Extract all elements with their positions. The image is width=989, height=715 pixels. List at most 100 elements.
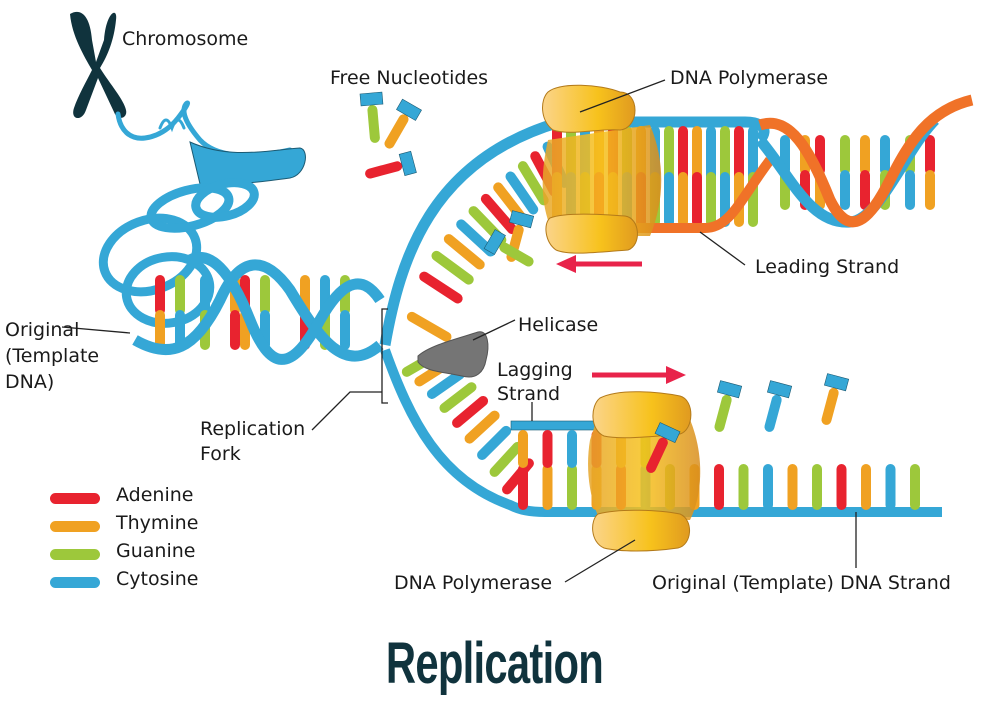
template-base-A: [678, 126, 688, 181]
cytosine-swatch: [50, 577, 100, 588]
legend-label: Cytosine: [116, 568, 199, 590]
nucleotide-base-G: [499, 242, 534, 267]
lagging-strand-base-pairs: [518, 430, 920, 510]
free-nucleotide: [359, 91, 384, 143]
lagging-direction-arrow: [592, 366, 686, 384]
dna-polymerase-top-label: DNA Polymerase: [670, 67, 829, 89]
original-template-strand-label: Original (Template) DNA Strand: [652, 572, 951, 594]
free-nucleotide: [764, 380, 793, 432]
phosphate-group: [509, 210, 535, 229]
phosphate-group: [824, 373, 850, 392]
helix-base-C: [340, 310, 350, 350]
arc-base-A: [452, 395, 489, 428]
thymine-swatch: [50, 521, 100, 532]
template-base-G: [664, 126, 674, 181]
phosphate-group: [398, 150, 417, 176]
arc-base-G: [431, 250, 474, 285]
lower-template-strand: [380, 348, 942, 517]
free-nucleotide: [483, 229, 534, 267]
helix-base-G: [840, 135, 850, 175]
chromosome-icon: [70, 11, 127, 119]
original-template-label-line1: Original: [5, 319, 80, 341]
legend-label: Thymine: [116, 512, 199, 534]
helix-base-C: [880, 135, 890, 175]
template-base-C: [706, 126, 716, 181]
paired-base-A: [542, 430, 553, 468]
legend-label: Guanine: [116, 540, 196, 562]
helix-base-C: [200, 275, 210, 315]
nucleotide-base-A: [646, 437, 668, 473]
arc-base-C: [426, 369, 465, 399]
nucleotide-base-T: [821, 387, 839, 425]
phosphate-group: [396, 98, 422, 121]
leader-lines: [61, 79, 857, 583]
helicase-icon: [417, 331, 489, 378]
phosphate-group: [717, 380, 743, 399]
helix-base-A: [860, 170, 870, 210]
arc-base-T: [464, 410, 500, 444]
guanine-swatch: [50, 549, 100, 560]
template-base-A: [714, 464, 724, 510]
template-base-T: [861, 464, 871, 510]
original-template-label-line3: DNA): [5, 371, 55, 393]
template-base-G: [910, 464, 920, 510]
free-nucleotide: [365, 150, 417, 179]
page-title: Replication: [385, 631, 604, 696]
template-base-T: [787, 464, 798, 510]
arc-base-T: [406, 311, 452, 342]
helix-base-A: [925, 135, 935, 175]
template-dna-helix: [132, 252, 385, 365]
free-nucleotides: [359, 91, 850, 473]
phosphate-group: [654, 422, 681, 444]
paired-base-T: [678, 172, 688, 227]
arc-base-C: [477, 425, 512, 460]
phosphate-group: [767, 380, 793, 399]
new-dna-helix: [755, 94, 974, 228]
phosphate-group: [359, 91, 384, 107]
lagging-strand-label-line2: Strand: [497, 383, 561, 405]
arc-base-A: [480, 193, 518, 235]
dna-polymerase-top: [542, 84, 662, 254]
helicase-label: Helicase: [518, 314, 599, 336]
chromosome-label: Chromosome: [122, 28, 249, 50]
paired-base-C: [664, 172, 674, 227]
legend-label: Adenine: [116, 484, 194, 506]
paired-base-G: [706, 172, 716, 227]
helix-base-T: [155, 310, 165, 350]
helix-base-G: [175, 275, 185, 315]
leading-strand: [600, 157, 775, 233]
lagging-strand-label-line1: Lagging: [497, 359, 573, 381]
template-base-C: [748, 126, 758, 181]
template-base-A: [518, 464, 528, 510]
replication-fork-label-line1: Replication: [200, 418, 306, 440]
nucleotide-base-T: [384, 114, 409, 149]
template-base-C: [763, 464, 773, 510]
paired-base-C: [567, 430, 577, 468]
leading-direction-arrow: [556, 255, 642, 273]
paired-base-A: [692, 172, 702, 227]
original-template-label-line2: (Template: [5, 345, 100, 367]
helix-base-A: [155, 275, 165, 315]
nucleotide-base-A: [365, 161, 403, 179]
free-nucleotide: [646, 422, 681, 473]
nucleotide-base-C: [764, 394, 782, 432]
nucleotide-base-G: [714, 394, 732, 432]
replication-fork-label-line2: Fork: [200, 443, 241, 465]
helix-base-C: [840, 170, 850, 210]
dna-polymerase-bottom-label: DNA Polymerase: [394, 572, 553, 594]
arc-base-G: [517, 161, 549, 206]
arc-base-T: [443, 234, 485, 270]
adenine-swatch: [50, 493, 100, 504]
template-base-G: [720, 126, 730, 181]
replication-fork-bracket: [381, 308, 388, 404]
helix-base-T: [925, 170, 935, 210]
phosphate-group: [483, 229, 506, 255]
helix-base-A: [230, 310, 240, 350]
free-nucleotide: [714, 380, 743, 432]
paired-base-T: [518, 430, 528, 468]
template-base-T: [692, 126, 702, 181]
template-base-G: [567, 464, 577, 510]
free-nucleotide: [384, 98, 422, 149]
template-base-G: [738, 464, 749, 510]
